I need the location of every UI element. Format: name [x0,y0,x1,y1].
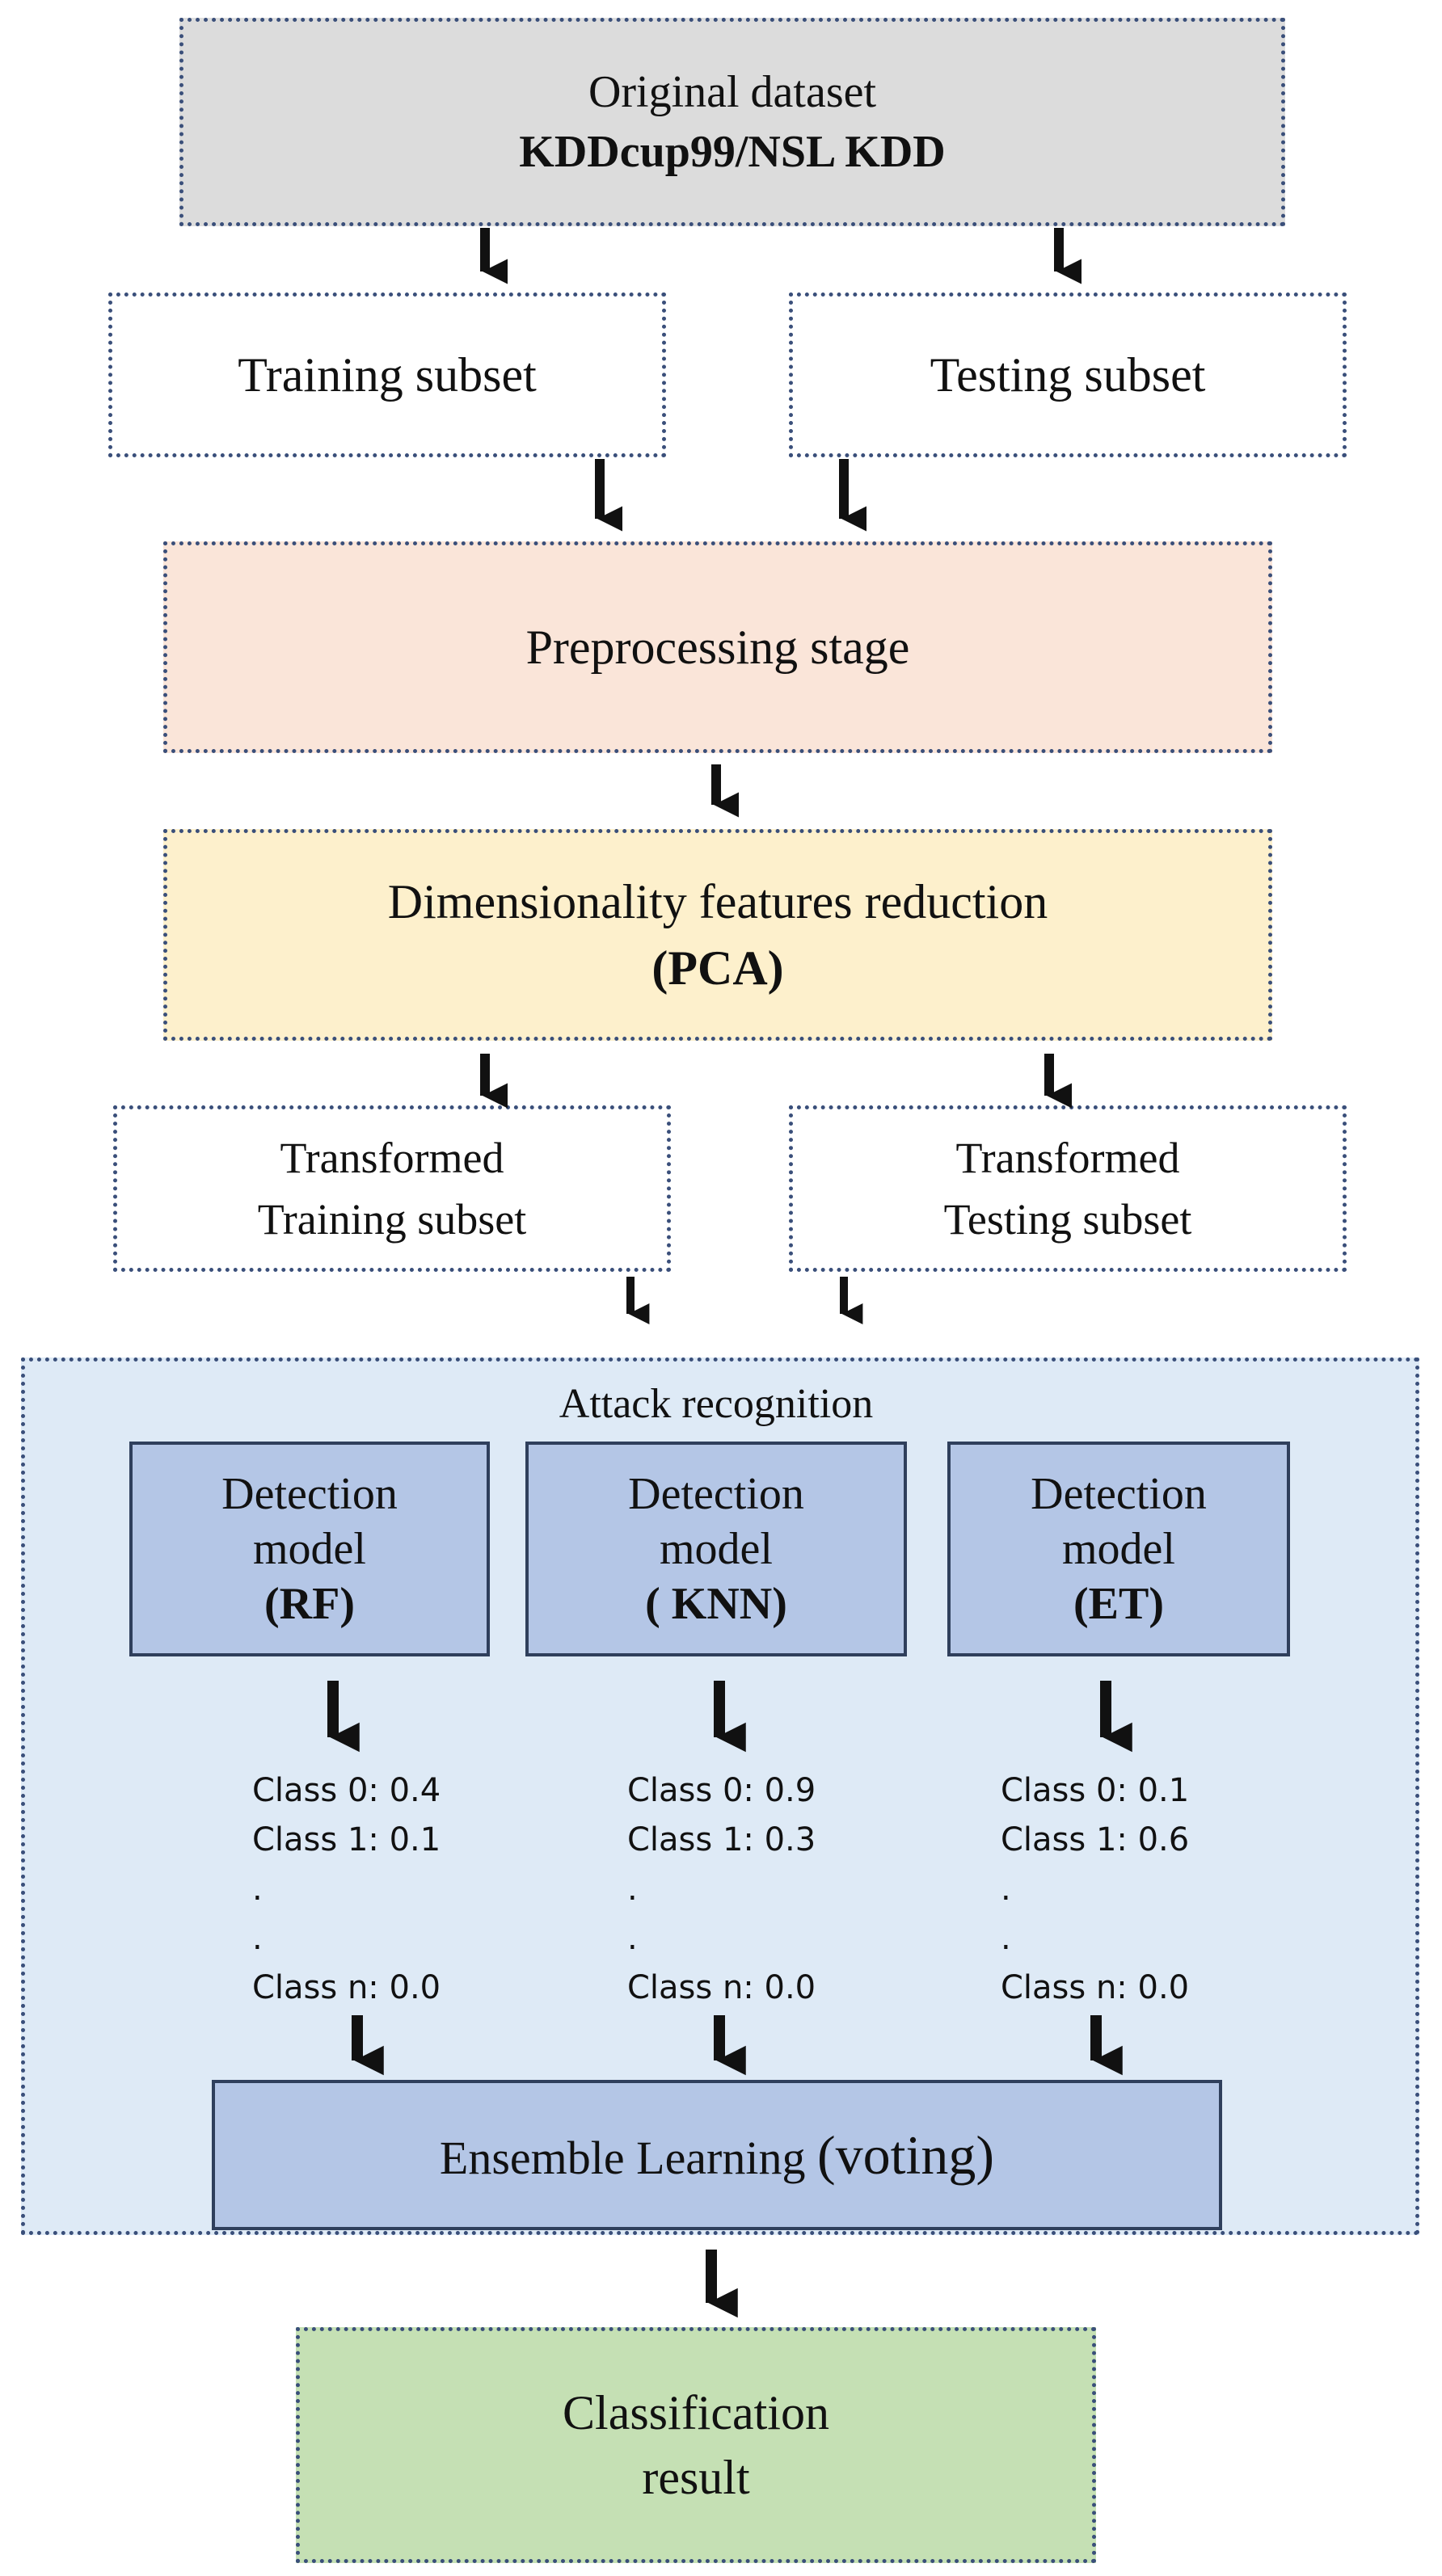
original-dataset-box: Original dataset KDDcup99/NSL KDD [179,18,1285,226]
original-dataset-subtitle: KDDcup99/NSL KDD [519,127,946,177]
detection-model-et-line1: Detection [1031,1469,1207,1519]
feature-reduction-title: Dimensionality features reduction [387,875,1048,928]
classification-result-line2: result [642,2451,750,2504]
training-subset-box: Training subset [108,293,666,457]
detection-model-rf: Detection model (RF) [129,1442,490,1656]
knn-prob-class-0: Class 0: 0.9 [627,1772,816,1809]
rf-prob-ellipsis-2: . [252,1920,263,1957]
et-class-probabilities: Class 0: 0.1 Class 1: 0.6 . . Class n: 0… [1001,1766,1189,2013]
detection-model-knn-name: ( KNN) [645,1579,787,1629]
transformed-testing-line2: Testing subset [943,1195,1192,1244]
knn-prob-class-1: Class 1: 0.3 [627,1821,816,1858]
classification-result-box: Classification result [296,2327,1096,2563]
testing-subset-label: Testing subset [930,347,1206,402]
rf-prob-class-n: Class n: 0.0 [252,1969,441,2006]
knn-prob-ellipsis-2: . [627,1920,638,1957]
detection-model-rf-name: (RF) [264,1579,355,1629]
rf-prob-class-1: Class 1: 0.1 [252,1821,441,1858]
preprocessing-stage-label: Preprocessing stage [525,620,910,674]
detection-model-knn: Detection model ( KNN) [525,1442,907,1656]
attack-recognition-label: Attack recognition [559,1380,874,1427]
et-prob-ellipsis-2: . [1001,1920,1011,1957]
rf-prob-ellipsis-1: . [252,1871,263,1908]
detection-model-et: Detection model (ET) [947,1442,1290,1656]
detection-model-knn-line1: Detection [628,1469,804,1519]
classification-result-line1: Classification [563,2386,829,2439]
detection-model-et-line2: model [1062,1524,1175,1574]
transformed-training-line2: Training subset [257,1195,527,1244]
rf-class-probabilities: Class 0: 0.4 Class 1: 0.1 . . Class n: 0… [252,1766,441,2013]
ensemble-learning-label: Ensemble Learning (voting) [439,2124,995,2186]
feature-reduction-box: Dimensionality features reduction (PCA) [163,829,1272,1041]
feature-reduction-subtitle: (PCA) [651,941,784,995]
knn-class-probabilities: Class 0: 0.9 Class 1: 0.3 . . Class n: 0… [627,1766,816,2013]
ensemble-learning-box: Ensemble Learning (voting) [212,2080,1222,2230]
detection-model-rf-line1: Detection [221,1469,398,1519]
knn-prob-ellipsis-1: . [627,1871,638,1908]
et-prob-class-n: Class n: 0.0 [1001,1969,1190,2006]
testing-subset-box: Testing subset [789,293,1347,457]
preprocessing-stage-box: Preprocessing stage [163,541,1272,753]
transformed-training-line1: Transformed [280,1134,504,1182]
training-subset-label: Training subset [238,347,537,402]
detection-model-rf-line2: model [253,1524,366,1574]
detection-model-et-name: (ET) [1073,1579,1164,1629]
et-prob-class-1: Class 1: 0.6 [1001,1821,1190,1858]
transformed-training-box: Transformed Training subset [113,1105,671,1272]
transformed-testing-line1: Transformed [955,1134,1180,1182]
et-prob-class-0: Class 0: 0.1 [1001,1772,1190,1809]
original-dataset-title: Original dataset [588,67,877,117]
detection-model-knn-line2: model [660,1524,773,1574]
knn-prob-class-n: Class n: 0.0 [627,1969,816,2006]
rf-prob-class-0: Class 0: 0.4 [252,1772,441,1809]
et-prob-ellipsis-1: . [1001,1871,1011,1908]
